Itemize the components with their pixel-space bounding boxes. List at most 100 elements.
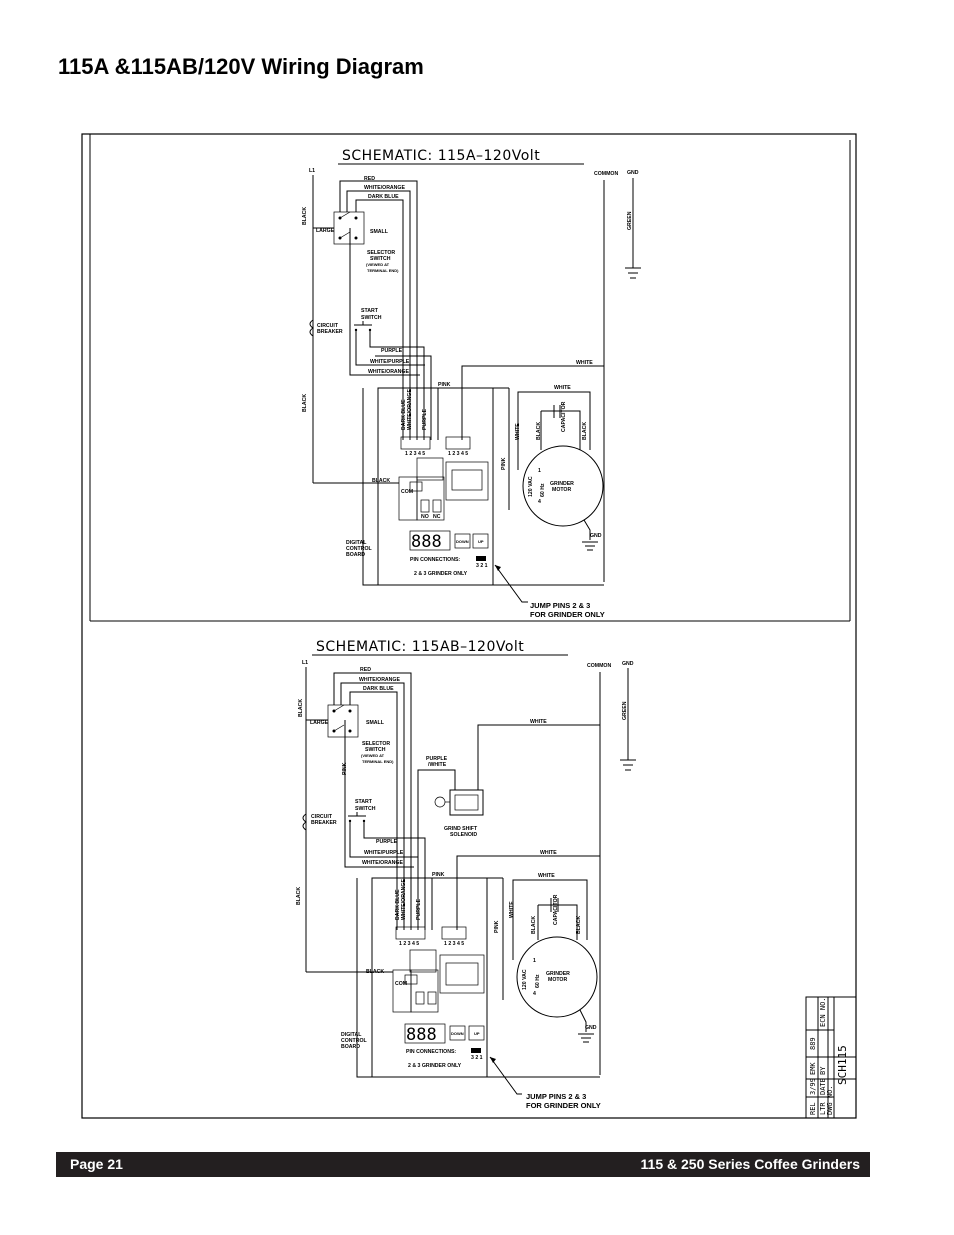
svg-text:BLACK: BLACK <box>531 916 537 934</box>
svg-text:COMMON: COMMON <box>594 171 618 177</box>
svg-text:WHITE/PURPLE: WHITE/PURPLE <box>364 850 404 856</box>
svg-text:DOWN: DOWN <box>456 539 469 544</box>
page-footer: Page 21 115 & 250 Series Coffee Grinders <box>56 1152 870 1177</box>
diagram-border <box>81 133 857 1119</box>
svg-text:DWG NO.: DWG NO. <box>826 1085 834 1115</box>
schematic-title: SCHEMATIC: 115AB–120Volt <box>316 639 524 655</box>
grind-shift-solenoid <box>434 789 484 816</box>
svg-text:RED: RED <box>364 176 375 182</box>
svg-text:2 & 3 GRINDER ONLY: 2 & 3 GRINDER ONLY <box>408 1063 462 1069</box>
grinder-motor <box>522 445 604 527</box>
svg-text:FOR GRINDER ONLY: FOR GRINDER ONLY <box>530 610 605 619</box>
svg-text:BLACK: BLACK <box>576 916 582 934</box>
svg-text:SWITCH: SWITCH <box>355 806 376 812</box>
svg-text:WHITE: WHITE <box>538 873 555 879</box>
svg-text:SWITCH: SWITCH <box>361 315 382 321</box>
svg-text:60 Hz: 60 Hz <box>540 483 546 497</box>
svg-text:CIRCUIT: CIRCUIT <box>317 323 339 329</box>
svg-text:4: 4 <box>533 991 536 997</box>
svg-text:LTR: LTR <box>819 1102 827 1115</box>
svg-text:WHITE/PURPLE: WHITE/PURPLE <box>370 359 410 365</box>
svg-text:COM: COM <box>395 981 407 987</box>
svg-text:BLACK: BLACK <box>296 887 302 905</box>
svg-text:CIRCUIT: CIRCUIT <box>311 814 333 820</box>
svg-text:BOARD: BOARD <box>346 552 365 558</box>
svg-text:L1: L1 <box>302 660 308 666</box>
svg-text:GND: GND <box>590 533 602 539</box>
svg-text:GND: GND <box>622 661 634 667</box>
svg-text:MOTOR: MOTOR <box>548 977 567 983</box>
grinder-motor <box>516 936 598 1018</box>
title-block: REL 3/99 EMK 889 LTR DATE BY ECN NO. DWG… <box>805 996 857 1119</box>
svg-text:JUMP PINS 2 & 3: JUMP PINS 2 & 3 <box>530 601 590 610</box>
svg-text:WHITE: WHITE <box>554 385 571 391</box>
svg-text:WHITE/ORANGE: WHITE/ORANGE <box>401 879 407 920</box>
svg-text:LARGE: LARGE <box>316 228 335 234</box>
svg-text:PINK: PINK <box>432 872 445 878</box>
svg-text:WHITE: WHITE <box>540 850 557 856</box>
svg-text:1 2 3 4 5: 1 2 3 4 5 <box>444 941 464 947</box>
page-number: Page 21 <box>70 1156 123 1172</box>
svg-text:3 2 1: 3 2 1 <box>476 563 488 569</box>
svg-text:888: 888 <box>406 1025 437 1045</box>
svg-text:SMALL: SMALL <box>370 229 389 235</box>
svg-text:BLACK: BLACK <box>302 207 308 225</box>
svg-text:BLACK: BLACK <box>302 394 308 412</box>
svg-text:GRINDER: GRINDER <box>550 481 574 487</box>
svg-text:PINK: PINK <box>494 920 500 933</box>
svg-text:SWITCH: SWITCH <box>370 256 391 262</box>
svg-text:PINK: PINK <box>438 382 451 388</box>
svg-text:BLACK: BLACK <box>372 478 390 484</box>
svg-text:MOTOR: MOTOR <box>552 487 571 493</box>
svg-text:WHITE/ORANGE: WHITE/ORANGE <box>407 389 413 430</box>
svg-text:WHITE: WHITE <box>576 360 593 366</box>
document-series: 115 & 250 Series Coffee Grinders <box>640 1156 860 1172</box>
svg-text:BLACK: BLACK <box>298 699 304 717</box>
svg-text:1 2 3 4 5: 1 2 3 4 5 <box>405 451 425 457</box>
svg-text:DARK BLUE: DARK BLUE <box>363 686 394 692</box>
svg-text:JUMP PINS 2 & 3: JUMP PINS 2 & 3 <box>526 1092 586 1101</box>
svg-text:TERMINAL END): TERMINAL END) <box>367 268 399 273</box>
svg-text:REL: REL <box>809 1102 817 1115</box>
svg-text:889: 889 <box>809 1037 817 1050</box>
svg-text:PURPLE: PURPLE <box>416 898 422 920</box>
svg-text:2 & 3 GRINDER ONLY: 2 & 3 GRINDER ONLY <box>414 571 468 577</box>
svg-text:WHITE/ORANGE: WHITE/ORANGE <box>368 369 409 375</box>
svg-text:COM: COM <box>401 489 413 495</box>
svg-text:START: START <box>361 308 379 314</box>
svg-text:PIN CONNECTIONS:: PIN CONNECTIONS: <box>410 557 460 563</box>
svg-text:WHITE: WHITE <box>509 901 515 918</box>
svg-text:1: 1 <box>538 468 541 474</box>
svg-text:BOARD: BOARD <box>341 1044 360 1050</box>
svg-text:120 VAC: 120 VAC <box>522 969 528 990</box>
svg-text:1 2 3 4 5: 1 2 3 4 5 <box>399 941 419 947</box>
schematic-115ab: SCHEMATIC: 115AB–120Volt L1 BLACK BLACK … <box>296 639 636 1110</box>
svg-text:EMK: EMK <box>809 1062 817 1075</box>
svg-text:GREEN: GREEN <box>622 701 628 720</box>
schematic-115a: SCHEMATIC: 115A–120Volt L1 BLACK BLACK C… <box>302 148 641 619</box>
svg-text:SCH115: SCH115 <box>836 1045 849 1085</box>
svg-text:UP: UP <box>474 1031 480 1036</box>
svg-text:GREEN: GREEN <box>627 211 633 230</box>
svg-text:ECN NO.: ECN NO. <box>819 997 827 1027</box>
svg-text:COMMON: COMMON <box>587 663 611 669</box>
svg-text:SELECTOR: SELECTOR <box>367 250 395 256</box>
page-title: 115A &115AB/120V Wiring Diagram <box>58 54 424 79</box>
svg-text:1: 1 <box>533 958 536 964</box>
svg-text:SELECTOR: SELECTOR <box>362 741 390 747</box>
svg-text:BLACK: BLACK <box>366 969 384 975</box>
svg-text:GRINDER: GRINDER <box>546 971 570 977</box>
svg-text:DARK BLUE: DARK BLUE <box>368 194 399 200</box>
svg-text:888: 888 <box>411 532 442 552</box>
svg-text:3 2 1: 3 2 1 <box>471 1055 483 1061</box>
schematic-title: SCHEMATIC: 115A–120Volt <box>342 148 540 164</box>
svg-text:3/99: 3/99 <box>809 1078 817 1095</box>
svg-text:BREAKER: BREAKER <box>317 329 343 335</box>
svg-text:PURPLE: PURPLE <box>381 348 403 354</box>
svg-text:WHITE/ORANGE: WHITE/ORANGE <box>364 185 405 191</box>
svg-text:GND: GND <box>585 1025 597 1031</box>
ground-symbol <box>625 267 641 279</box>
svg-text:BLACK: BLACK <box>536 422 542 440</box>
led-display <box>409 530 451 551</box>
